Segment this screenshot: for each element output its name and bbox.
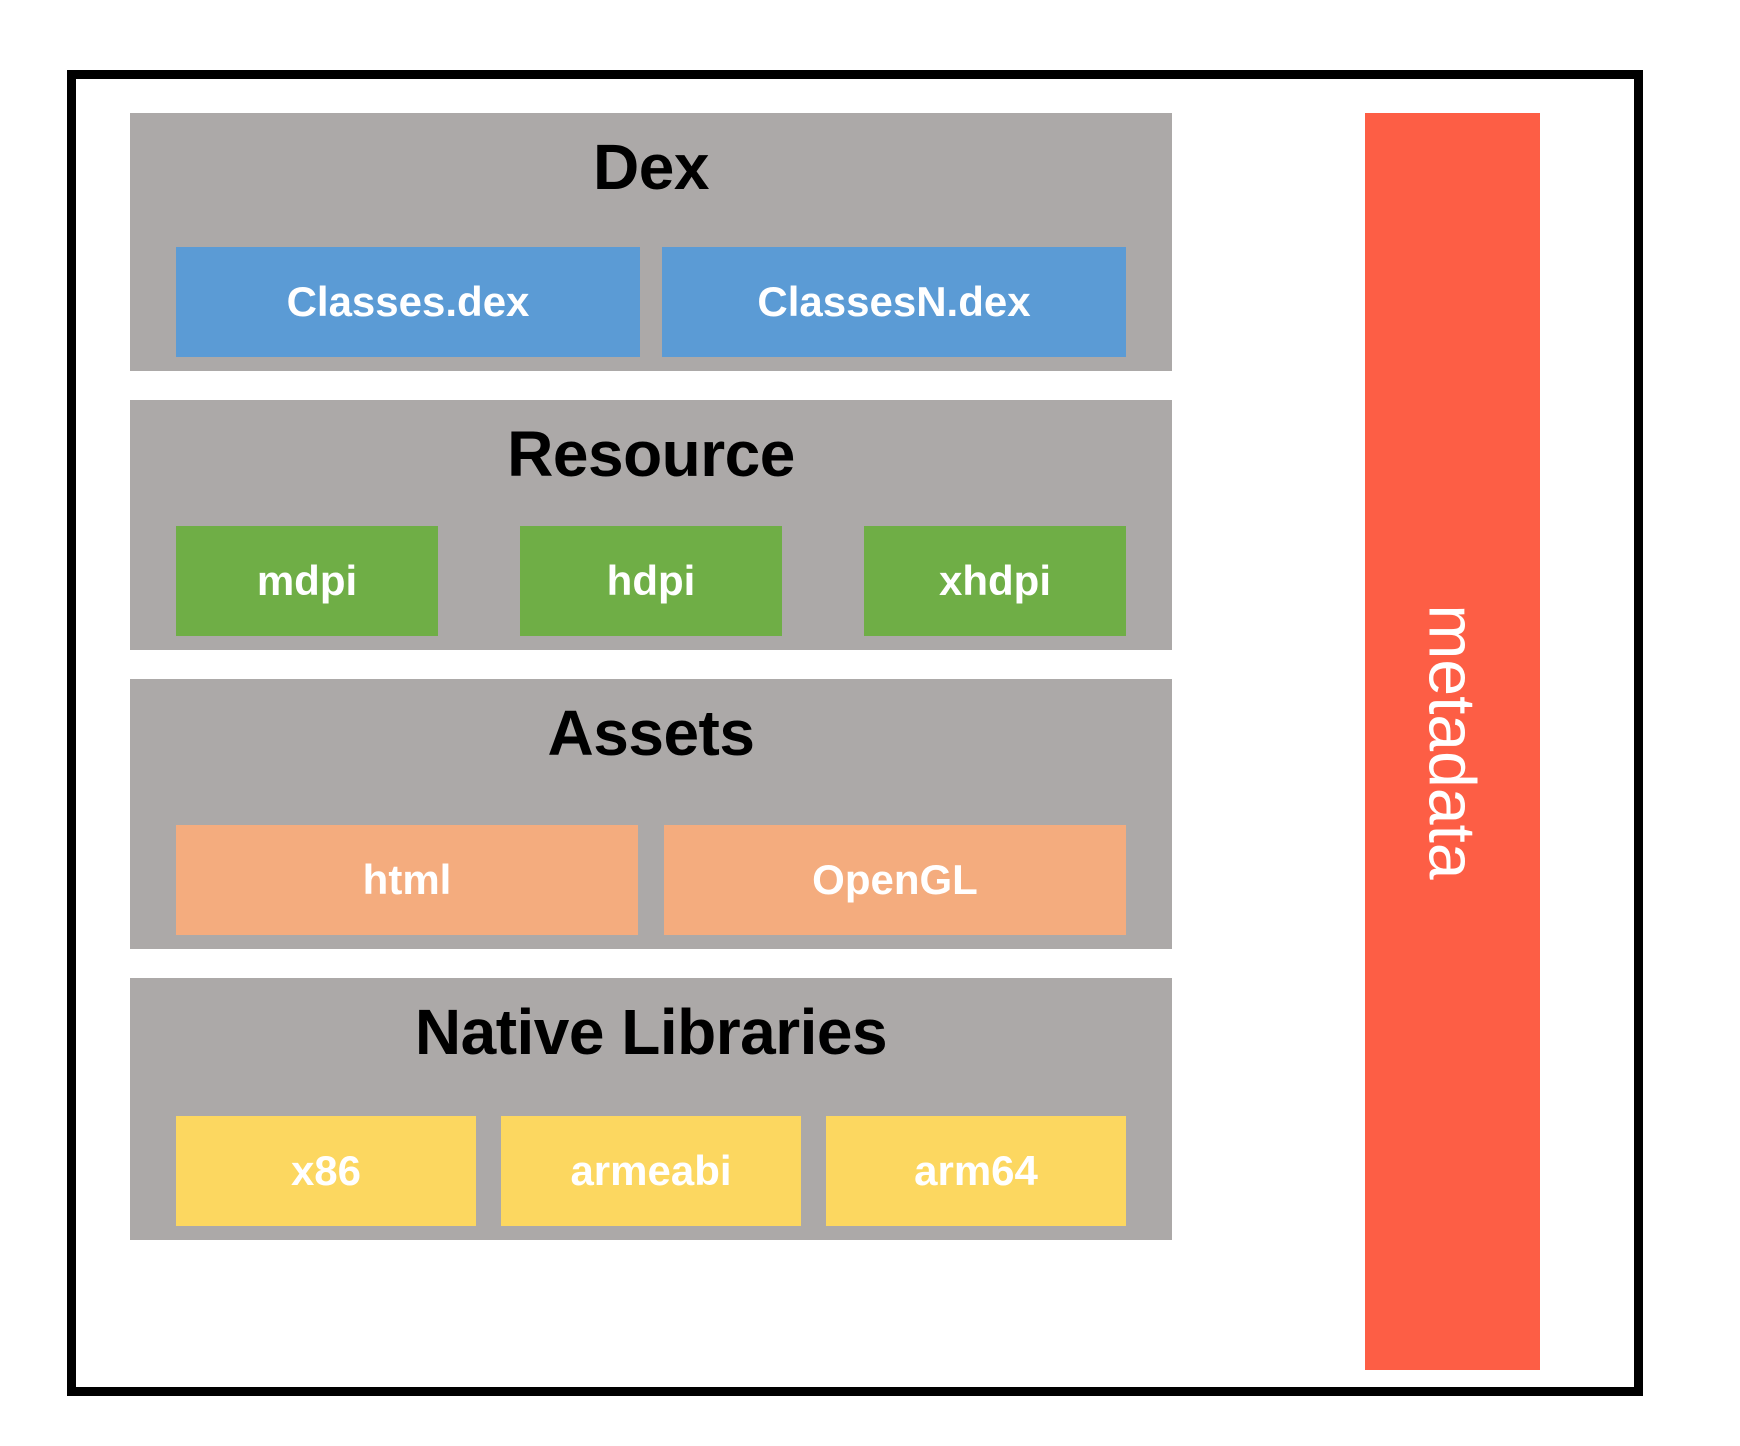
chip-mdpi[interactable]: mdpi <box>176 526 438 636</box>
section-items-dex: Classes.dex ClassesN.dex <box>130 199 1172 371</box>
metadata-label: metadata <box>1415 603 1490 880</box>
chip-html[interactable]: html <box>176 825 638 935</box>
chip-arm64[interactable]: arm64 <box>826 1116 1126 1226</box>
section-items-resource: mdpi hdpi xhdpi <box>130 486 1172 650</box>
chip-opengl[interactable]: OpenGL <box>664 825 1126 935</box>
section-title-resource: Resource <box>507 418 795 490</box>
apk-sections-column: Dex Classes.dex ClassesN.dex Resource md… <box>130 113 1172 1240</box>
section-items-native-libraries: x86 armeabi arm64 <box>130 1064 1172 1240</box>
metadata-bar[interactable]: metadata <box>1365 113 1540 1370</box>
chip-xhdpi[interactable]: xhdpi <box>864 526 1126 636</box>
section-native-libraries: Native Libraries x86 armeabi arm64 <box>130 978 1172 1240</box>
section-resource: Resource mdpi hdpi xhdpi <box>130 400 1172 650</box>
chip-x86[interactable]: x86 <box>176 1116 476 1226</box>
section-assets: Assets html OpenGL <box>130 679 1172 949</box>
chip-classesn-dex[interactable]: ClassesN.dex <box>662 247 1126 357</box>
section-title-native-libraries: Native Libraries <box>414 996 888 1068</box>
section-title-dex: Dex <box>593 131 709 203</box>
section-title-assets: Assets <box>547 697 755 769</box>
chip-armeabi[interactable]: armeabi <box>501 1116 801 1226</box>
section-items-assets: html OpenGL <box>130 765 1172 949</box>
section-dex: Dex Classes.dex ClassesN.dex <box>130 113 1172 371</box>
chip-classes-dex[interactable]: Classes.dex <box>176 247 640 357</box>
chip-hdpi[interactable]: hdpi <box>520 526 782 636</box>
